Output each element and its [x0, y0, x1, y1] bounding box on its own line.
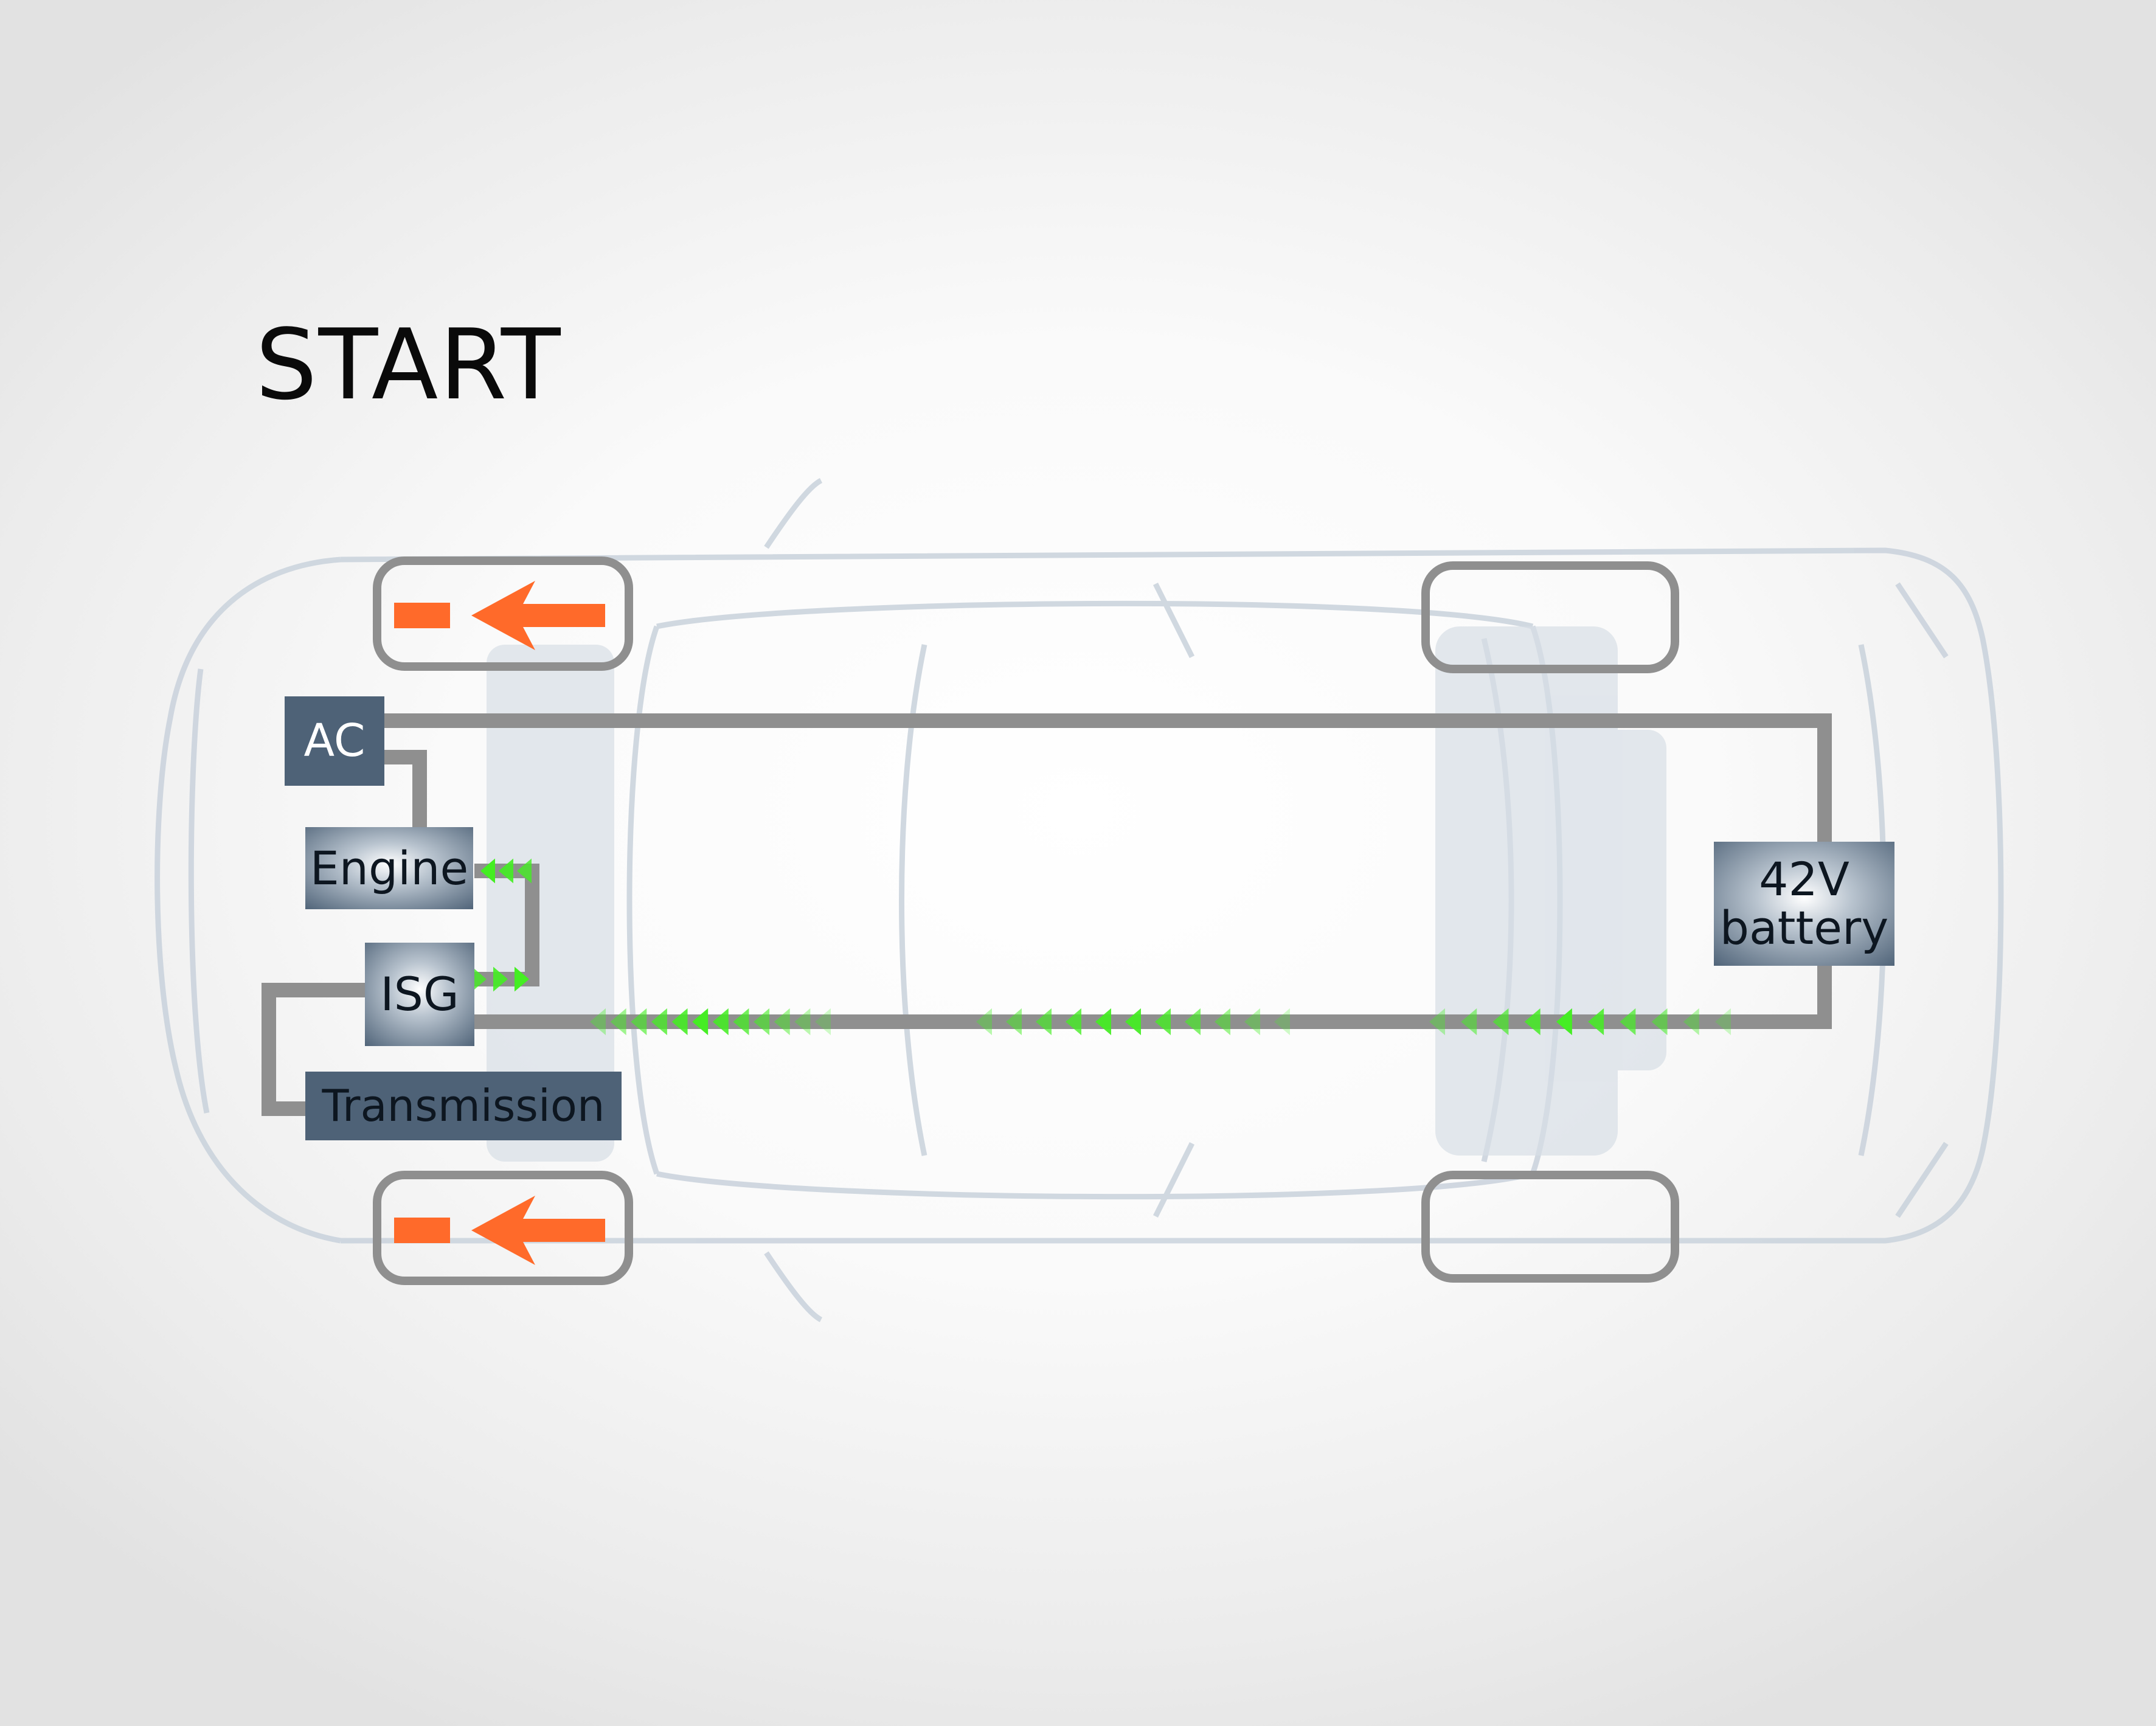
chevron-left-icon [1588, 1008, 1604, 1036]
transmission-box [305, 1072, 622, 1140]
chevron-right-icon [515, 966, 529, 992]
chevron-left-icon [517, 858, 532, 884]
left-arrow-icon [394, 581, 605, 650]
energy-flow-arrows [472, 858, 1731, 1036]
chevron-left-icon [1066, 1008, 1081, 1036]
chevron-left-icon [1215, 1008, 1230, 1036]
engine-label: Engine [305, 827, 473, 909]
transmission-label: Transmission [305, 1072, 622, 1140]
chevron-left-icon [774, 1008, 790, 1036]
chevron-left-icon [651, 1008, 667, 1036]
chevron-left-icon [1715, 1008, 1731, 1036]
chevron-left-icon [1524, 1008, 1541, 1036]
chevron-left-icon [712, 1008, 729, 1036]
chevron-left-icon [1244, 1008, 1260, 1036]
chevron-left-icon [671, 1008, 688, 1036]
isg-label-text: ISG [380, 967, 459, 1022]
ac-box [285, 696, 384, 786]
battery-label: 42V battery [1714, 842, 1894, 966]
chevron-left-icon [1006, 1008, 1022, 1036]
front-left-wheel [373, 556, 633, 671]
rear-left-wheel [1421, 561, 1679, 673]
left-arrow-icon [394, 1196, 605, 1265]
rear-right-wheel [1421, 1171, 1679, 1283]
chevron-left-icon [631, 1008, 647, 1036]
chevron-left-icon [1620, 1008, 1636, 1036]
chevron-left-icon [1155, 1008, 1171, 1036]
chevron-left-icon [1492, 1008, 1509, 1036]
ac-label-text: AC [303, 714, 366, 767]
chevron-left-icon [1274, 1008, 1290, 1036]
chassis-silhouette [487, 626, 1666, 1162]
page-title: START [255, 308, 562, 421]
battery-box [1714, 842, 1894, 966]
chevron-left-icon [1036, 1008, 1052, 1036]
chevron-right-icon [472, 966, 487, 992]
isg-label: ISG [365, 943, 474, 1046]
chevron-left-icon [590, 1008, 606, 1036]
chevron-left-icon [1651, 1008, 1668, 1036]
chevron-left-icon [1185, 1008, 1201, 1036]
chevron-left-icon [794, 1008, 811, 1036]
chevron-left-icon [976, 1008, 992, 1036]
chevron-left-icon [754, 1008, 770, 1036]
chevron-left-icon [499, 858, 513, 884]
chevron-left-icon [480, 858, 495, 884]
engine-box [305, 827, 473, 909]
battery-label-line1: 42V [1759, 852, 1849, 907]
chevron-left-icon [1683, 1008, 1699, 1036]
battery-label-line2: battery [1719, 901, 1889, 955]
isg-box [365, 943, 474, 1046]
chevron-left-icon [1556, 1008, 1572, 1036]
chevron-left-icon [815, 1008, 831, 1036]
chevron-left-icon [1429, 1008, 1445, 1036]
chevron-left-icon [692, 1008, 709, 1036]
chevron-left-icon [1095, 1008, 1111, 1036]
front-right-wheel [373, 1171, 633, 1285]
chevron-right-icon [493, 966, 508, 992]
chevron-left-icon [1125, 1008, 1141, 1036]
chevron-left-icon [733, 1008, 749, 1036]
engine-label-text: Engine [310, 840, 469, 895]
chevron-left-icon [1461, 1008, 1477, 1036]
chevron-left-icon [610, 1008, 626, 1036]
transmission-label-text: Transmission [322, 1080, 605, 1131]
ac-label: AC [285, 696, 384, 786]
